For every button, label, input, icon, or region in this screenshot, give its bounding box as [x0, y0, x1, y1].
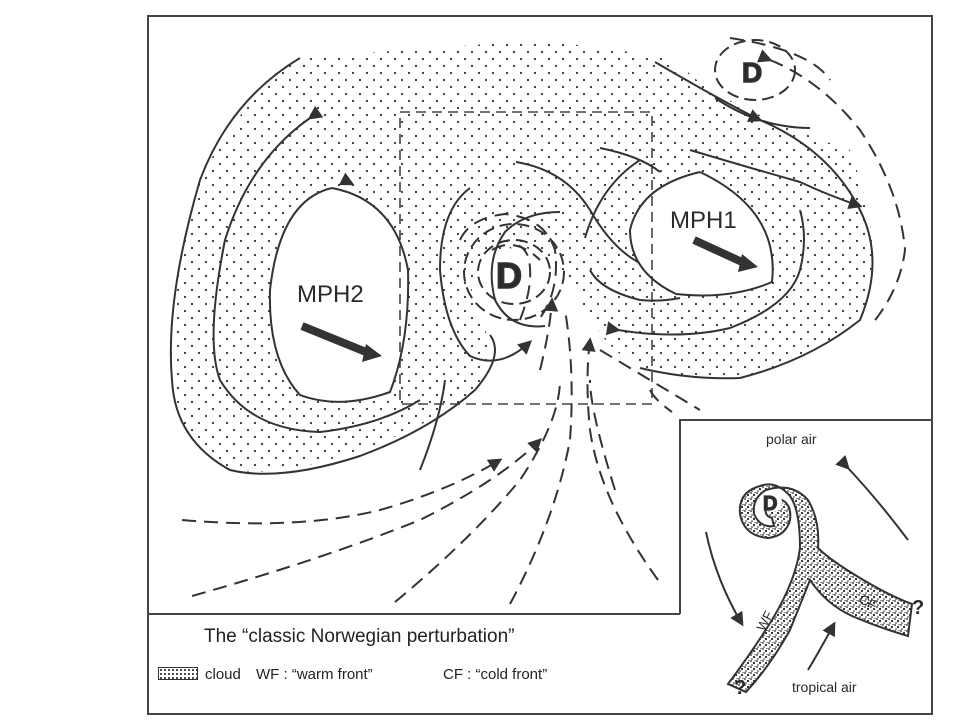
legend-cf-label: CF : “cold front” [443, 666, 548, 683]
cloud-legend-swatch [158, 667, 198, 680]
question-mark-cf: ? [912, 597, 924, 619]
low-rings [463, 39, 796, 321]
inset-cyclone [726, 483, 914, 694]
high-label-mph2: MPH2 [297, 281, 364, 308]
caption-title: The “classic Norwegian perturbation” [204, 626, 515, 647]
inset-frame [679, 419, 932, 614]
legend-wf-label: WF : “warm front” [256, 666, 373, 683]
cold-front-label: CF [857, 591, 879, 612]
inset-airflow-arrows [705, 455, 909, 671]
polar-air-label: polar air [766, 431, 817, 447]
low-label-inset: D [763, 493, 777, 515]
high-label-mph1: MPH1 [670, 207, 737, 234]
dashed-streamlines [181, 37, 907, 605]
low-label-top-right: D [742, 57, 762, 88]
tropical-air-label: tropical air [792, 679, 857, 695]
low-label-main: D [496, 255, 522, 296]
movement-arrows [300, 236, 758, 362]
cloud-band [170, 40, 873, 472]
legend-cloud-label: cloud [205, 666, 241, 683]
question-mark-wf: ? [734, 677, 746, 699]
solid-streamlines [169, 57, 874, 475]
